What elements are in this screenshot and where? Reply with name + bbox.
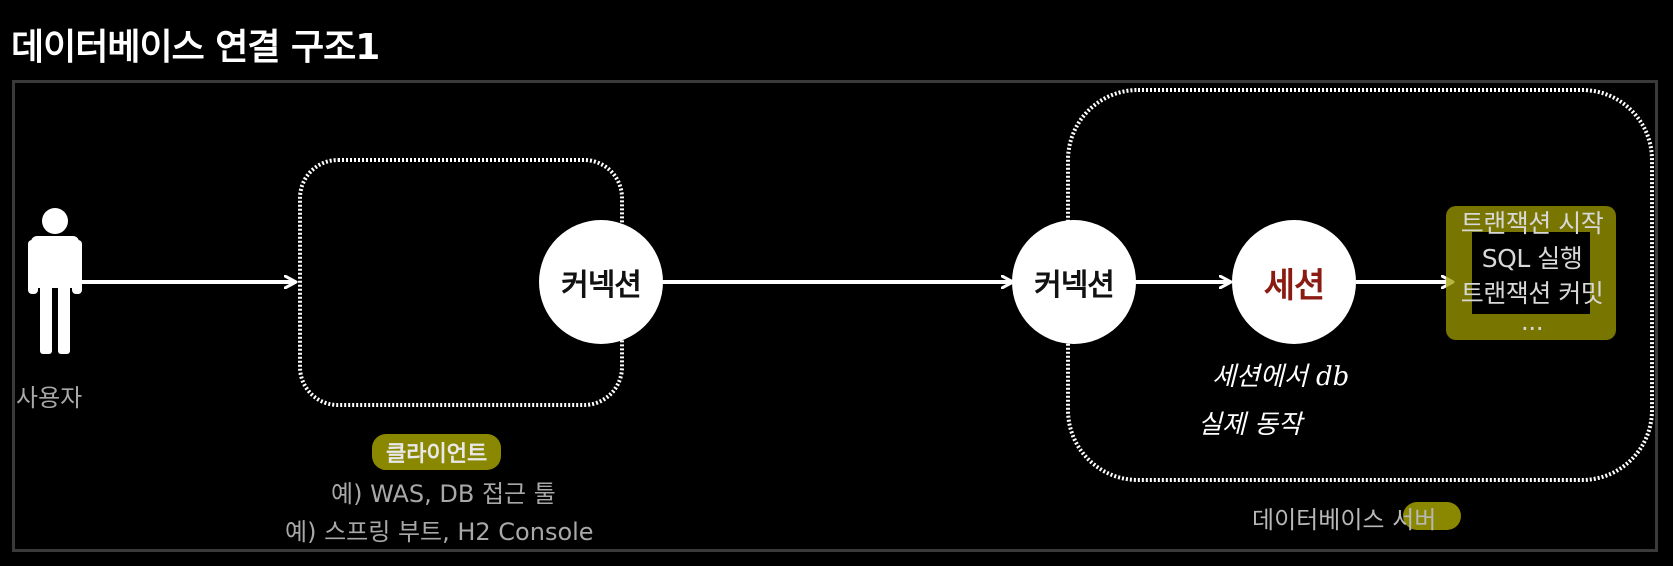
client-example-2: 예) 스프링 부트, H2 Console <box>285 518 594 546</box>
server-label: 데이터베이스 서버 <box>1252 506 1437 534</box>
page-title: 데이터베이스 연결 구조1 <box>11 27 380 68</box>
user-label: 사용자 <box>16 384 83 412</box>
user-icon <box>28 208 82 354</box>
transaction-item: 트랜잭션 커밋 <box>1460 279 1604 308</box>
transaction-highlight-inner <box>1472 232 1590 314</box>
session-node: 세션 <box>1232 220 1356 344</box>
client-example-1: 예) WAS, DB 접근 툴 <box>331 480 556 508</box>
transaction-item: ... <box>1520 307 1544 336</box>
transaction-item: SQL 실행 <box>1481 244 1583 273</box>
transaction-list: 트랜잭션 시작 SQL 실행 트랜잭션 커밋 ... <box>1432 206 1632 336</box>
transaction-item: 트랜잭션 시작 <box>1460 209 1604 238</box>
client-tag: 클라이언트 <box>372 434 502 470</box>
handwritten-note-line2: 실제 동작 <box>1198 410 1302 440</box>
server-connection-node: 커넥션 <box>1012 220 1136 344</box>
client-box <box>298 158 624 407</box>
diagram-canvas <box>12 80 1658 552</box>
handwritten-note-line1: 세션에서 db <box>1212 362 1350 392</box>
server-label-highlight <box>1403 502 1461 530</box>
client-connection-node: 커넥션 <box>539 220 663 344</box>
